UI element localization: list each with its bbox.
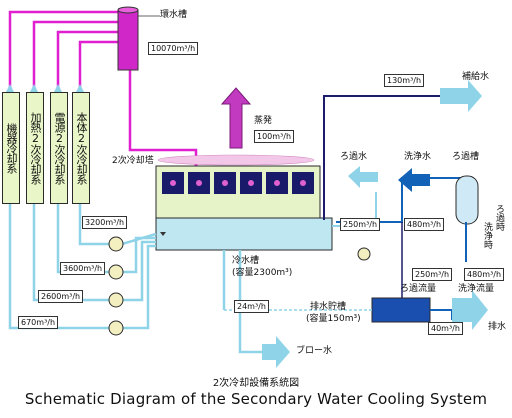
- wash-water-arrow: [398, 168, 430, 192]
- filter-flow-label: ろ過流量: [400, 284, 437, 294]
- wash-flow-label: 洗浄流量: [458, 284, 495, 294]
- flow-pump-2: 3600m³/h: [60, 262, 106, 275]
- makeup-water-line: [323, 95, 440, 220]
- equipment-label: 電源2次冷却系: [50, 92, 68, 204]
- flow-40: 40m³/h: [428, 322, 463, 335]
- drain-tank-capacity: (容量150m³): [306, 314, 361, 324]
- drain-tank: [371, 297, 431, 323]
- filter-loop-line: [336, 177, 465, 223]
- caption-english: Schematic Diagram of the Secondary Water…: [24, 390, 488, 408]
- cool-water-arrowheads: [6, 84, 84, 92]
- makeup-arrow: [440, 80, 482, 112]
- evap-label: 蒸発: [254, 116, 273, 126]
- blow-label: ブロー水: [296, 346, 333, 356]
- flow-pump-3: 2600m³/h: [38, 290, 84, 303]
- equipment-label: 機器冷却系: [2, 92, 20, 204]
- flow-250a: 250m³/h: [340, 218, 381, 231]
- flow-480a: 480m³/h: [404, 218, 445, 231]
- filter-tank-label: ろ過槽: [452, 152, 480, 162]
- filter-tank: [455, 175, 479, 225]
- wash-label: 洗浄水: [404, 152, 432, 162]
- flow-evap: 100m³/h: [254, 130, 295, 143]
- drain-label: 排水: [488, 322, 507, 332]
- caption-japanese: 2次冷却設備系統図: [212, 378, 300, 389]
- filtered-label: ろ過水: [340, 152, 368, 162]
- evaporation-arrow: [220, 87, 252, 149]
- drain-tank-label: 排水貯槽: [310, 302, 347, 312]
- equipment-label: 加熱2次冷却系: [26, 92, 44, 204]
- cold-tank-label: 冷水槽: [232, 256, 260, 266]
- makeup-label: 補給水: [462, 72, 490, 82]
- blow-arrow: [262, 336, 290, 368]
- water-level-mark: [160, 232, 166, 236]
- flow-24: 24m³/h: [234, 300, 269, 313]
- equipment-label: 本体2次冷却系: [72, 92, 90, 204]
- hot-water-lines: [8, 10, 198, 162]
- tower-label: 2次冷却塔: [112, 156, 154, 166]
- flow-tank: 10070m³/h: [148, 42, 199, 55]
- filtered-water-arrow: [348, 166, 378, 188]
- flow-pump-1: 3200m³/h: [82, 216, 128, 229]
- drain-arrow: [452, 290, 488, 330]
- filter-time: ろ過時: [494, 204, 504, 231]
- flow-makeup: 130m³/h: [384, 74, 425, 87]
- drain-line: [430, 309, 453, 320]
- tower-fans: [162, 172, 314, 194]
- tank-label: 環水槽: [160, 10, 188, 20]
- flow-480b: 480m³/h: [464, 268, 505, 281]
- return-tank: [117, 6, 139, 71]
- flow-pump-4: 670m³/h: [18, 316, 59, 329]
- pumps: [108, 236, 371, 336]
- cold-water-basin: [155, 217, 333, 251]
- flow-250b: 250m³/h: [412, 268, 453, 281]
- wash-time: 洗浄時: [482, 222, 492, 249]
- tower-spray: [157, 154, 315, 166]
- cold-tank-capacity: (容量2300m³): [232, 268, 293, 278]
